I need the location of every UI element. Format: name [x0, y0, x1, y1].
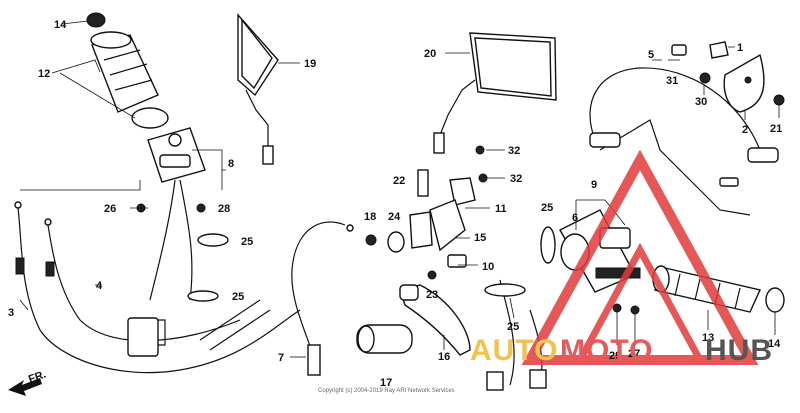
callout-21: 21 [770, 123, 782, 135]
callout-25a: 25 [241, 236, 253, 248]
callout-29: 29 [609, 350, 621, 362]
lever-bracket [409, 169, 476, 280]
callout-4: 4 [96, 280, 103, 292]
callout-28: 28 [218, 203, 230, 215]
brake-lever [399, 284, 471, 356]
callout-18: 18 [364, 211, 376, 223]
callout-24: 24 [388, 211, 401, 223]
direction-label: FR. [27, 368, 48, 385]
callout-20: 20 [424, 48, 436, 60]
watermark-text: AUTO MOTO HUB [470, 334, 773, 367]
callout-11: 11 [495, 203, 507, 215]
callout-1: 1 [737, 42, 743, 54]
callout-6: 6 [572, 212, 578, 224]
front-direction-arrow [8, 378, 42, 396]
callout-32a: 32 [508, 145, 520, 157]
callout-22: 22 [393, 175, 405, 187]
throttle-cables [14, 201, 301, 374]
watermark-auto: AUTO [470, 334, 558, 367]
callout-10: 10 [482, 261, 494, 273]
callout-2: 2 [742, 124, 748, 136]
watermark-hub: HUB [705, 334, 773, 367]
switch-cover-2 [723, 53, 765, 113]
bracket-1-30-31 [671, 41, 729, 84]
callout-26: 26 [104, 203, 116, 215]
callout-31: 31 [666, 75, 678, 87]
callout-30: 30 [695, 96, 707, 108]
callout-14b: 14 [768, 338, 781, 350]
callout-5: 5 [648, 49, 654, 61]
callout-12: 12 [38, 68, 50, 80]
callout-19: 19 [304, 58, 316, 70]
callout-3: 3 [8, 307, 14, 319]
callout-labels: 1 2 3 4 5 6 7 8 9 10 11 12 13 14 15 16 1… [8, 19, 782, 389]
callout-15: 15 [474, 232, 486, 244]
right-grip-cover [356, 324, 413, 354]
left-switch-housing [147, 127, 206, 301]
callout-25c: 25 [541, 202, 553, 214]
callout-7: 7 [278, 352, 284, 364]
watermark [521, 149, 759, 365]
callout-27: 27 [628, 348, 640, 360]
callout-25b: 25 [232, 291, 244, 303]
callout-16: 16 [438, 351, 450, 363]
throttle-cable-right [589, 67, 761, 216]
callout-25d: 25 [507, 321, 519, 333]
callout-13: 13 [702, 332, 714, 344]
right-mirror [433, 32, 557, 154]
copyright-text: Copyright (c) 2004-2019 Ray ARI Network … [318, 388, 455, 394]
callout-8: 8 [228, 158, 234, 170]
watermark-moto: MOTO [560, 334, 653, 367]
clamps [127, 233, 229, 357]
callout-23: 23 [426, 289, 438, 301]
callout-14a: 14 [54, 19, 67, 31]
left-grip [86, 12, 169, 129]
callout-9: 9 [591, 179, 597, 191]
left-mirror [237, 13, 279, 165]
callout-17: 17 [380, 377, 392, 389]
callout-32b: 32 [510, 173, 522, 185]
clutch-cable [291, 221, 354, 376]
